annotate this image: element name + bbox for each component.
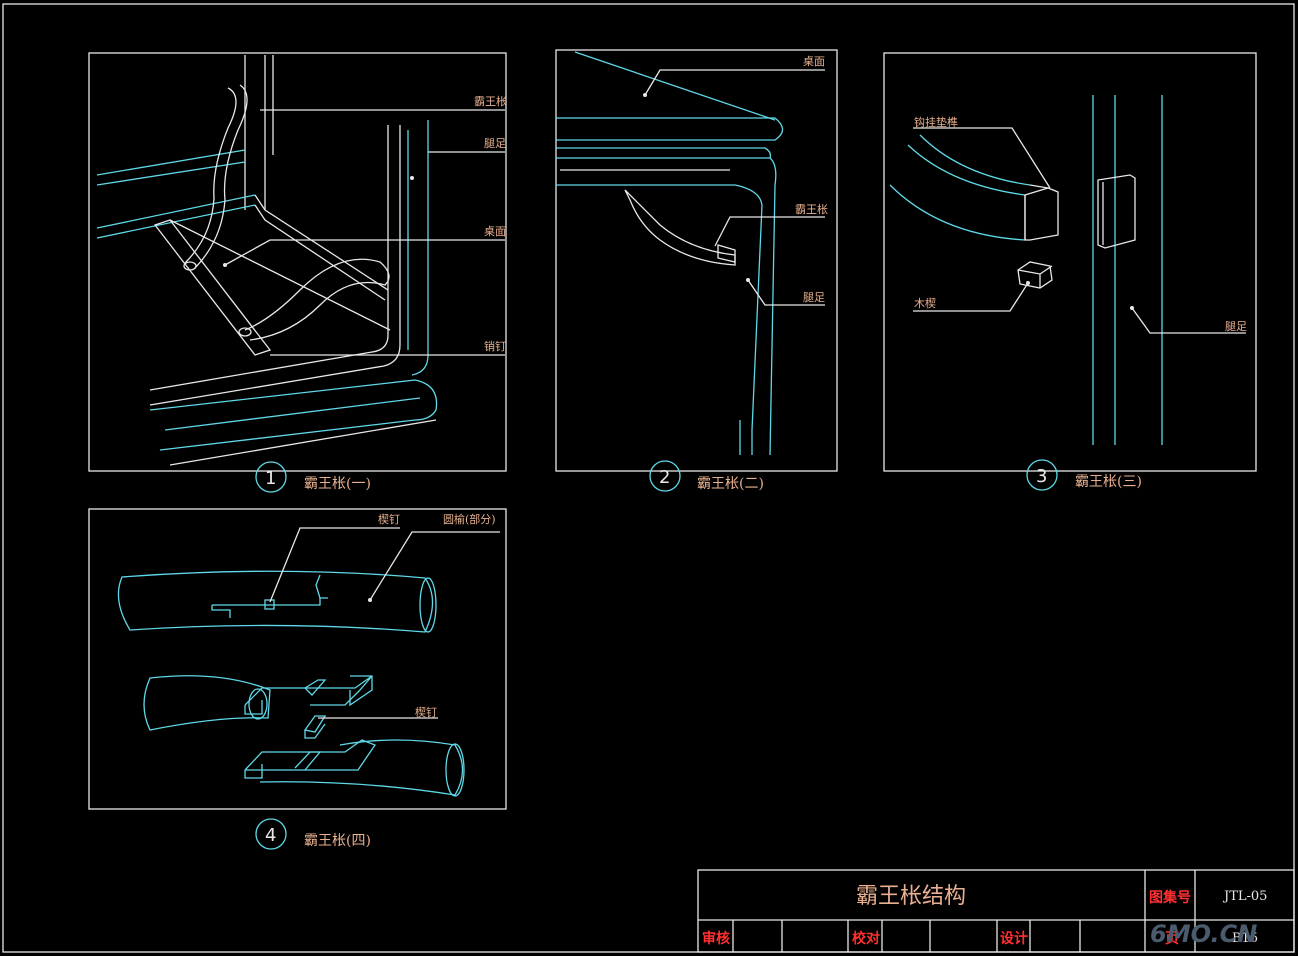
panel-2: 桌面 霸王枨 腿足 2 霸王枨(二) — [555, 49, 838, 492]
title-block: 霸王枨结构 图集号 JTL-05 审核 校对 设计 页 B15 — [697, 869, 1295, 953]
panel-4-number: 4 — [265, 825, 276, 846]
panel-1-number: 1 — [265, 468, 276, 489]
panel-4-number-circle — [255, 818, 287, 850]
panel-1-caption: 霸王枨(一) — [304, 476, 371, 492]
panel-3: 钩挂垫榫 木楔 腿足 3 霸王枨(三) — [883, 52, 1257, 491]
atlas-number: JTL-05 — [1222, 889, 1267, 904]
design-label: 设计 — [1000, 930, 1028, 947]
panel-2-number: 2 — [659, 467, 670, 488]
panel-3-number-circle — [1026, 459, 1058, 491]
panel-2-number-circle — [649, 460, 681, 492]
label-leg-3: 腿足 — [1225, 320, 1247, 333]
label-tabletop-2: 桌面 — [803, 55, 825, 68]
panel-3-number: 3 — [1036, 466, 1047, 487]
label-leg: 腿足 — [484, 137, 506, 150]
panel-1: 霸王枨 腿足 桌面 销钉 1 霸王枨(一) — [88, 52, 507, 493]
panel-2-frame — [555, 49, 838, 472]
drawing-border — [2, 3, 1295, 953]
panel-1-number-circle — [255, 461, 287, 493]
panel-4-frame — [88, 508, 507, 810]
panel-3-caption: 霸王枨(三) — [1075, 474, 1142, 490]
label-leg-2: 腿足 — [803, 291, 825, 304]
panel-4: 楔钉 圆榆(部分) 楔钉 4 霸王枨(四) — [88, 508, 507, 850]
page-label: 页 — [1165, 931, 1179, 947]
label-pin: 销钉 — [484, 339, 506, 353]
label-hook-tenon: 钩挂垫榫 — [914, 115, 958, 129]
watermark: 6MO.CN — [1150, 920, 1257, 948]
label-wedge-pin-2: 楔钉 — [415, 706, 437, 719]
panel-1-frame — [88, 52, 507, 472]
panel-2-caption: 霸王枨(二) — [697, 476, 764, 492]
label-wood-wedge: 木楔 — [914, 297, 936, 310]
drawing-title: 霸王枨结构 — [856, 884, 966, 909]
panel-4-caption: 霸王枨(四) — [304, 833, 371, 849]
panel-3-frame — [883, 52, 1257, 472]
label-bawangcheng: 霸王枨 — [474, 94, 507, 108]
label-round-rod: 圆榆(部分) — [443, 512, 496, 526]
review-label: 审核 — [702, 930, 730, 947]
check-label: 校对 — [852, 930, 880, 947]
page-number: B15 — [1232, 931, 1258, 946]
label-tabletop: 桌面 — [484, 225, 506, 238]
label-wedge-pin: 楔钉 — [378, 513, 400, 526]
label-bawangcheng-2: 霸王枨 — [795, 202, 828, 216]
atlas-number-label: 图集号 — [1149, 889, 1191, 906]
